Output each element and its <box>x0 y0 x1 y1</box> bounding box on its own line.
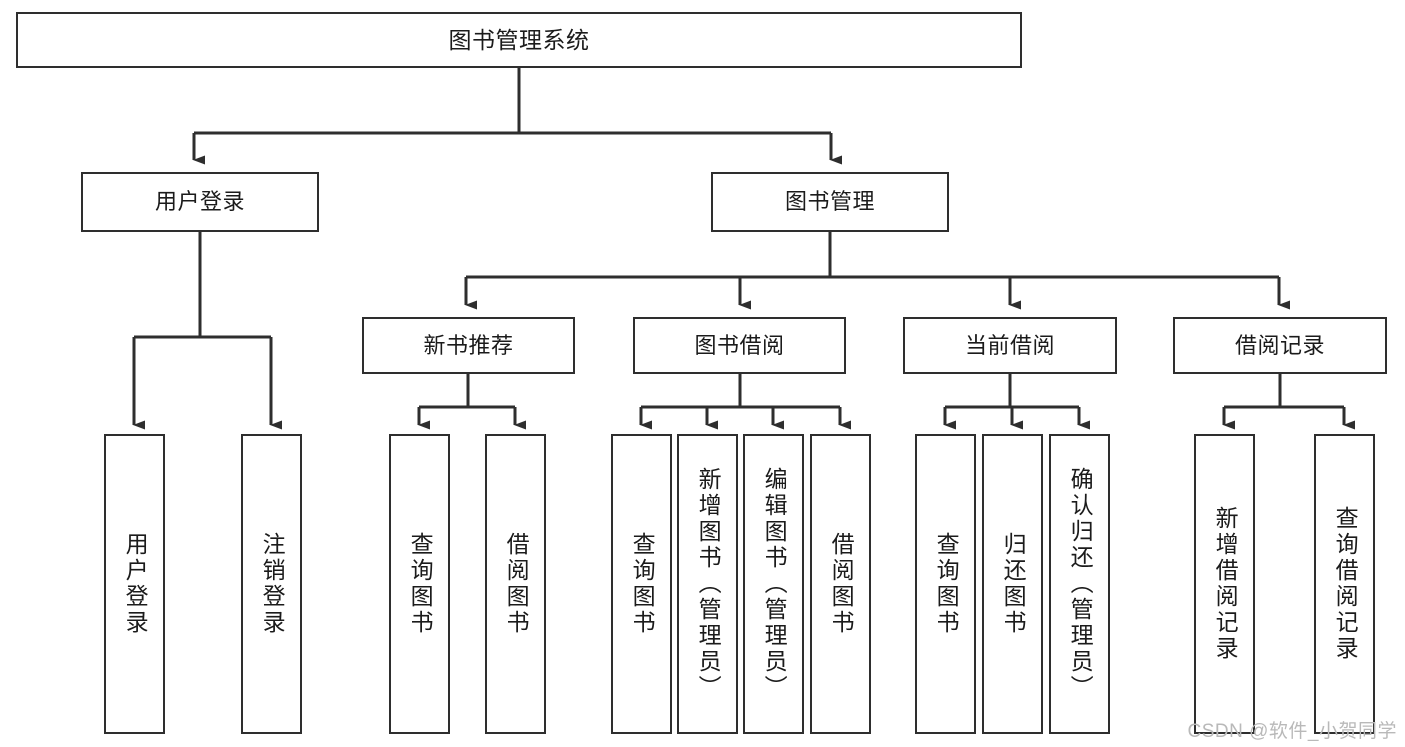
node-label: 图书管理系统 <box>448 26 590 53</box>
node-label: 归还图书 <box>1000 532 1027 636</box>
node-leaf-query-book-recommend[interactable]: 查询图书 <box>389 434 450 734</box>
watermark: CSDN @软件_小贺同学 <box>1187 721 1397 742</box>
node-label: 编辑图书（管理员） <box>761 467 788 701</box>
node-label: 借阅记录 <box>1234 332 1325 358</box>
node-leaf-logout[interactable]: 注销登录 <box>241 434 302 734</box>
node-leaf-add-book-admin[interactable]: 新增图书（管理员） <box>677 434 738 734</box>
node-label: 图书管理 <box>784 189 875 215</box>
node-label: 当前借阅 <box>964 332 1055 358</box>
node-label: 新增借阅记录 <box>1212 506 1239 662</box>
node-leaf-user-login[interactable]: 用户登录 <box>104 434 165 734</box>
node-category-book-borrow[interactable]: 图书借阅 <box>633 317 846 374</box>
node-category-current-borrow[interactable]: 当前借阅 <box>903 317 1117 374</box>
node-leaf-return-book[interactable]: 归还图书 <box>982 434 1043 734</box>
node-label: 确认归还（管理员） <box>1067 467 1094 701</box>
node-label: 新书推荐 <box>423 332 514 358</box>
node-leaf-edit-book-admin[interactable]: 编辑图书（管理员） <box>743 434 804 734</box>
node-label: 查询图书 <box>629 532 656 636</box>
node-label: 借阅图书 <box>828 532 855 636</box>
node-leaf-borrow-book[interactable]: 借阅图书 <box>810 434 871 734</box>
node-user-login[interactable]: 用户登录 <box>81 172 319 232</box>
node-root-system[interactable]: 图书管理系统 <box>16 12 1022 68</box>
node-label: 用户登录 <box>154 189 245 215</box>
node-leaf-borrow-book-recommend[interactable]: 借阅图书 <box>485 434 546 734</box>
node-label: 注销登录 <box>259 532 286 636</box>
node-label: 借阅图书 <box>503 532 530 636</box>
node-category-borrow-record[interactable]: 借阅记录 <box>1173 317 1387 374</box>
node-label: 用户登录 <box>122 532 149 636</box>
node-label: 图书借阅 <box>694 332 785 358</box>
node-leaf-query-book-current[interactable]: 查询图书 <box>915 434 976 734</box>
node-label: 新增图书（管理员） <box>695 467 722 701</box>
node-leaf-add-borrow-record[interactable]: 新增借阅记录 <box>1194 434 1255 734</box>
node-book-management[interactable]: 图书管理 <box>711 172 949 232</box>
node-leaf-confirm-return-admin[interactable]: 确认归还（管理员） <box>1049 434 1110 734</box>
node-leaf-query-book-borrow[interactable]: 查询图书 <box>611 434 672 734</box>
node-label: 查询借阅记录 <box>1332 506 1359 662</box>
node-leaf-query-borrow-record[interactable]: 查询借阅记录 <box>1314 434 1375 734</box>
node-label: 查询图书 <box>933 532 960 636</box>
node-category-new-book-recommend[interactable]: 新书推荐 <box>362 317 575 374</box>
node-label: 查询图书 <box>407 532 434 636</box>
